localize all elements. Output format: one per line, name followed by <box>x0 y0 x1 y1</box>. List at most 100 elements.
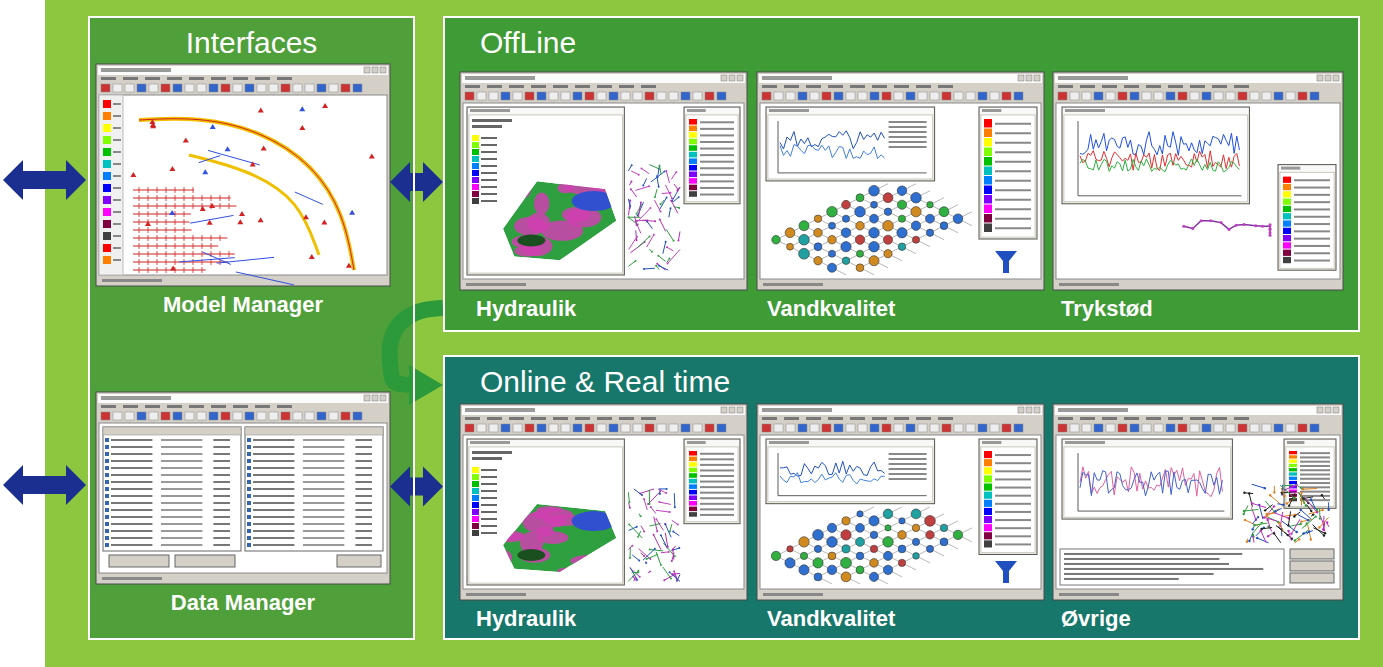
screen-detail <box>939 207 949 217</box>
screen-detail <box>984 492 992 499</box>
screen-detail <box>1304 497 1317 512</box>
screen-detail <box>640 201 642 203</box>
screen-detail <box>250 162 256 167</box>
screen-detail <box>984 500 992 507</box>
screen-detail <box>828 235 837 244</box>
screen-detail <box>1289 464 1297 467</box>
screen-detail <box>1026 75 1032 81</box>
screen-detail <box>1289 524 1300 526</box>
screen-detail <box>1130 92 1139 100</box>
screen-detail <box>687 441 706 444</box>
screen-detail <box>213 453 230 455</box>
screen-detail <box>157 259 158 265</box>
screen-detail <box>857 511 863 517</box>
screen-detail <box>1264 509 1266 511</box>
screen-detail <box>202 267 203 273</box>
screen-detail <box>661 551 669 553</box>
screen-detail <box>953 214 963 224</box>
screen-detail <box>670 572 680 581</box>
screen-detail <box>1265 513 1267 515</box>
screen-detail <box>1014 424 1023 432</box>
screen-detail <box>906 92 915 100</box>
screen-detail <box>1312 525 1324 536</box>
screen-detail <box>460 404 747 600</box>
screen-detail <box>780 131 885 149</box>
screen-detail <box>175 227 176 233</box>
screen-detail <box>827 523 836 532</box>
screen-detail <box>1261 531 1266 543</box>
screen-detail <box>305 412 314 420</box>
screen-detail <box>364 67 370 73</box>
screen-detail <box>572 191 616 211</box>
screen-detail <box>659 266 668 270</box>
screen-detail <box>636 239 638 241</box>
screen-detail <box>1248 540 1250 542</box>
screen-detail <box>882 424 891 432</box>
screen-detail <box>173 84 182 92</box>
screen-detail <box>1261 522 1263 524</box>
screen-detail <box>814 243 822 251</box>
screen-detail <box>102 577 162 580</box>
screen-detail <box>850 417 865 420</box>
screen-detail <box>894 92 903 100</box>
screen-detail <box>139 195 140 201</box>
screen-detail <box>1146 85 1161 88</box>
screen-detail <box>481 165 497 167</box>
screen-detail <box>760 103 1041 279</box>
module-label: Hydraulik <box>460 606 747 632</box>
screen-detail <box>672 531 674 533</box>
screen-detail <box>649 549 651 551</box>
screen-detail <box>649 558 651 560</box>
screen-detail <box>760 435 1041 589</box>
screen-detail <box>799 234 810 245</box>
screen-detail <box>513 92 522 100</box>
screen-detail <box>1283 206 1291 212</box>
screen-detail <box>1124 85 1139 88</box>
screen-detail <box>1055 74 1341 83</box>
screen-detail <box>1269 234 1272 237</box>
screen-detail <box>1269 223 1272 226</box>
screen-detail <box>253 467 294 469</box>
screen-detail <box>472 170 479 176</box>
screen-detail <box>1094 424 1103 432</box>
screen-detail <box>534 193 550 215</box>
screen-detail <box>492 187 514 197</box>
screen-detail <box>894 424 903 432</box>
screen-detail <box>111 446 152 448</box>
screen-detail <box>869 227 879 237</box>
screen-detail <box>184 195 185 201</box>
screen-detail <box>1238 92 1247 100</box>
screen-detail <box>1080 85 1095 88</box>
screen-detail <box>1190 85 1205 88</box>
screen-detail <box>1253 524 1255 526</box>
screen-detail <box>995 227 1031 229</box>
screen-detail <box>689 185 697 191</box>
screen-detail <box>257 84 266 92</box>
screen-detail <box>525 92 534 100</box>
screen-detail <box>460 72 747 290</box>
screen-detail <box>684 107 740 204</box>
screen-detail <box>189 405 204 408</box>
screen-detail <box>634 260 636 262</box>
screen-detail <box>245 84 254 92</box>
screen-detail <box>1319 509 1320 519</box>
screen-detail <box>380 395 386 401</box>
screen-detail <box>1283 235 1291 241</box>
screen-detail <box>1269 494 1271 496</box>
screen-detail <box>105 459 109 463</box>
screen-detail <box>636 186 649 190</box>
screen-detail <box>842 215 849 222</box>
screen-detail <box>629 524 642 538</box>
screen-detail <box>220 195 221 201</box>
screen-detail <box>1070 92 1079 100</box>
screen-detail <box>111 530 152 532</box>
screen-detail <box>700 194 734 196</box>
screen-detail <box>1056 281 1340 288</box>
screen-detail <box>1316 511 1318 513</box>
screen-detail <box>1082 424 1091 432</box>
screen-detail <box>689 507 697 512</box>
screen-detail <box>1064 563 1229 565</box>
screen-detail <box>148 203 149 209</box>
screen-detail <box>463 591 744 598</box>
screen-detail <box>247 543 251 547</box>
